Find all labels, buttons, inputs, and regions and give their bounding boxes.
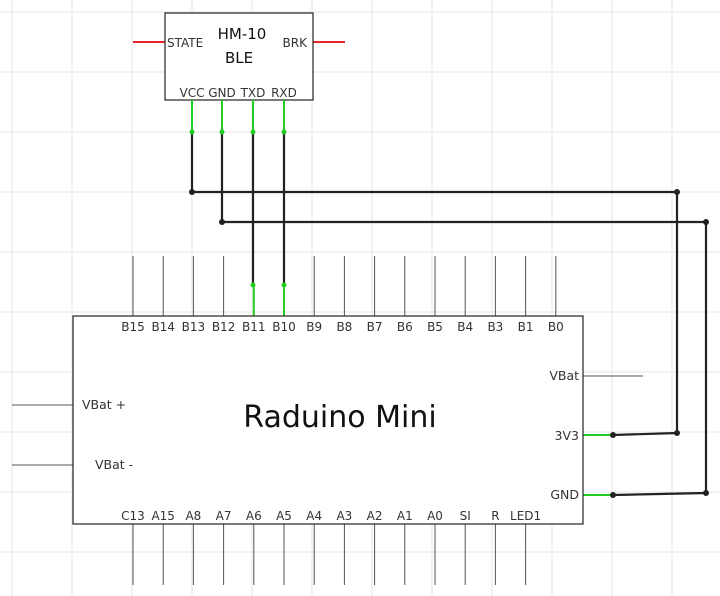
raduino-pin-label-a5: A5 [276,509,292,523]
raduino-pin-label-led1: LED1 [510,509,541,523]
raduino-pin-label-vbat-plus: VBat + [82,397,126,412]
raduino-top-pin-leads [132,256,557,316]
raduino-pin-label-b4: B4 [457,320,473,334]
raduino-pin-label-b0: B0 [548,320,564,334]
hm10-pin-label-vcc: VCC [180,86,205,100]
raduino-pin-label-b14: B14 [151,320,175,334]
raduino-pin-label-b9: B9 [306,320,322,334]
raduino-top-pin-labels: B15 B14 B13 B12 B11 B10 B9 B8 B7 B6 B5 B4 B3 B1 B0 [121,320,563,334]
raduino-body[interactable] [72,315,584,525]
raduino-pin-label-a15: A15 [151,509,174,523]
junction-dot [674,430,680,436]
raduino-pin-label-a4: A4 [306,509,322,523]
raduino-title: Raduino Mini [243,400,436,435]
raduino-pin-label-a7: A7 [216,509,232,523]
pin-end-dot [219,129,225,135]
raduino-pin-label-a2: A2 [367,509,383,523]
raduino-pin-label-r: R [491,509,499,523]
pin-end-dot [250,282,256,288]
junction-dots [189,189,709,498]
raduino-pin-label-3v3: 3V3 [555,428,579,443]
hm10-pin-label-rxd: RXD [271,86,297,100]
raduino-pin-label-a1: A1 [397,509,413,523]
pin-end-dot [189,129,195,135]
hm10-pin-label-txd: TXD [240,86,266,100]
raduino-pin-label-si: SI [460,509,471,523]
hm10-pin-label-gnd: GND [208,86,236,100]
pin-end-dot [281,282,287,288]
raduino-bottom-pin-labels: C13 A15 A8 A7 A6 A5 A4 A3 A2 A1 A0 SI R LED1 [121,509,541,523]
junction-dot [610,492,616,498]
raduino-pin-label-c13: C13 [121,509,145,523]
raduino-pin-label-b12: B12 [212,320,236,334]
junction-dot [703,219,709,225]
raduino-pin-label-gnd: GND [550,487,579,502]
raduino-pin-label-a8: A8 [185,509,201,523]
raduino-pin-label-a3: A3 [336,509,352,523]
raduino-pin-label-b8: B8 [336,320,352,334]
raduino-pin-label-b7: B7 [367,320,383,334]
raduino-pin-label-b3: B3 [487,320,503,334]
pin-end-dots [189,129,287,288]
hm10-title-line1: HM-10 [218,25,267,43]
raduino-pin-label-b6: B6 [397,320,413,334]
raduino-pin-label-a6: A6 [246,509,262,523]
hm10-body[interactable] [164,12,314,101]
pin-end-dot [281,129,287,135]
raduino-pin-label-a0: A0 [427,509,443,523]
raduino-pin-label-vbat-minus: VBat - [95,457,133,472]
raduino-pin-label-b13: B13 [182,320,206,334]
junction-dot [219,219,225,225]
pin-end-dot [250,129,256,135]
junction-dot [610,432,616,438]
hm10-pin-label-state: STATE [167,36,203,50]
raduino-pin-label-vbat: VBat [549,368,579,383]
hm10-pin-label-brk: BRK [283,36,309,50]
raduino-bottom-pin-leads [132,524,527,585]
raduino-pin-label-b11: B11 [242,320,266,334]
junction-dot [703,490,709,496]
raduino-pin-label-b5: B5 [427,320,443,334]
raduino-pin-label-b15: B15 [121,320,145,334]
raduino-pin-label-b1: B1 [518,320,534,334]
raduino-pin-label-b10: B10 [272,320,296,334]
junction-dot [189,189,195,195]
hm10-title-line2: BLE [225,49,253,67]
junction-dot [674,189,680,195]
